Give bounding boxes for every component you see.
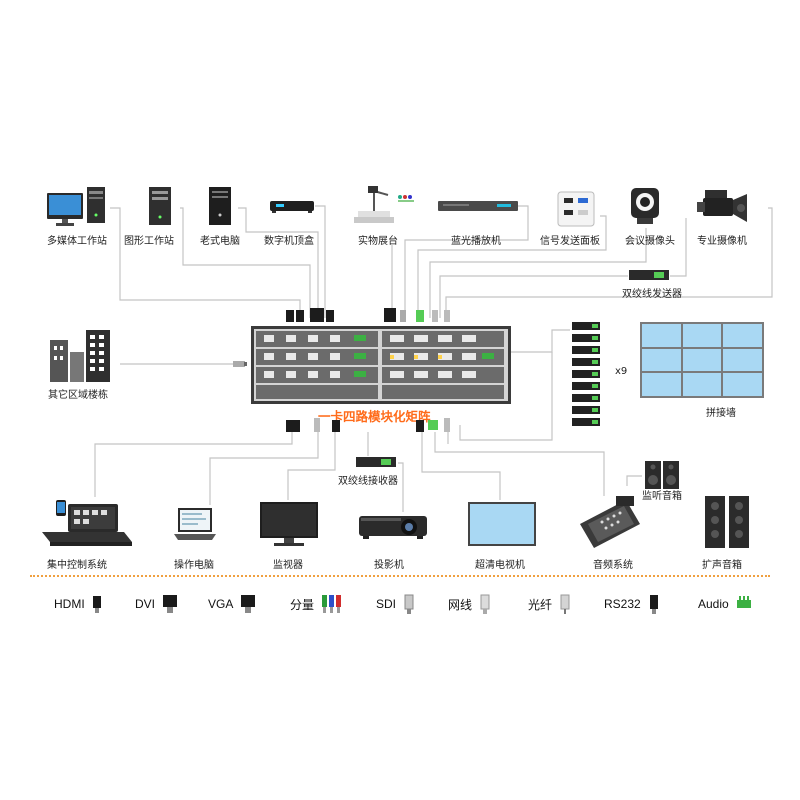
graphics-workstation-icon bbox=[149, 187, 171, 225]
output-connectors bbox=[286, 418, 450, 432]
wall-multiplier: x9 bbox=[615, 366, 628, 377]
legend-label: Audio bbox=[698, 597, 729, 611]
label-twisted-pair-transmitter: 双绞线发送器 bbox=[622, 289, 682, 300]
sdi-bnc-icon bbox=[404, 594, 414, 614]
label-signal-wall-plate: 信号发送面板 bbox=[540, 236, 600, 247]
label-pro-camcorder: 专业摄像机 bbox=[697, 236, 747, 247]
control-system-icon bbox=[42, 500, 132, 546]
label-graphics-workstation: 图形工作站 bbox=[124, 236, 174, 247]
conference-camera-icon bbox=[631, 188, 659, 224]
label-operator-laptop: 操作电脑 bbox=[174, 560, 214, 571]
legend-rs232: RS232 bbox=[604, 592, 661, 616]
building-icon bbox=[50, 330, 110, 382]
receiver-stack bbox=[572, 322, 600, 426]
twisted-pair-transmitter-icon bbox=[629, 270, 669, 280]
legend-vga: VGA bbox=[208, 592, 257, 616]
legend-dvi: DVI bbox=[135, 592, 179, 616]
wall-plate-icon bbox=[557, 191, 595, 227]
legend-hdmi: HDMI bbox=[54, 592, 103, 616]
label-bluray-player: 蓝光播放机 bbox=[451, 236, 501, 247]
legend-component: 分量 bbox=[290, 592, 344, 616]
component-rca-icon bbox=[322, 595, 342, 613]
label-document-camera: 实物展台 bbox=[358, 236, 398, 247]
legend-ethernet: 网线 bbox=[448, 592, 492, 616]
video-wall-icon bbox=[640, 322, 764, 398]
label-multimedia-workstation: 多媒体工作站 bbox=[47, 236, 107, 247]
projector-icon bbox=[359, 516, 427, 539]
legend-label: RS232 bbox=[604, 597, 641, 611]
legend-label: HDMI bbox=[54, 597, 85, 611]
legend-label: DVI bbox=[135, 597, 156, 611]
rs232-icon bbox=[649, 595, 658, 614]
legend-label: VGA bbox=[208, 597, 234, 611]
label-set-top-box: 数字机顶盒 bbox=[264, 236, 314, 247]
twisted-pair-receiver-icon bbox=[356, 457, 396, 467]
matrix-title: 一卡四路模块化矩阵 bbox=[318, 409, 431, 424]
audio-mixer-icon bbox=[580, 496, 640, 548]
legend-label: SDI bbox=[376, 597, 397, 611]
modular-matrix-chassis bbox=[251, 326, 511, 404]
monitor-display-icon bbox=[260, 502, 318, 546]
document-camera-icon bbox=[354, 186, 414, 223]
legacy-pc-icon bbox=[209, 187, 231, 225]
label-monitor-display: 监视器 bbox=[273, 560, 303, 571]
fiber-icon bbox=[560, 594, 570, 614]
fiber-connector-icon bbox=[233, 361, 247, 367]
rj45-icon bbox=[480, 594, 490, 614]
label-monitor-speaker: 监听音箱 bbox=[642, 491, 682, 502]
legend-label: 光纤 bbox=[528, 597, 553, 612]
label-building: 其它区域楼栋 bbox=[48, 390, 108, 401]
label-video-wall: 拼接墙 bbox=[706, 408, 736, 419]
multimedia-workstation-icon bbox=[47, 187, 105, 226]
label-control-system: 集中控制系统 bbox=[47, 560, 107, 571]
legend-label: 分量 bbox=[290, 597, 315, 612]
legend-divider bbox=[30, 575, 770, 577]
legend-fiber: 光纤 bbox=[528, 592, 572, 616]
label-conference-camera: 会议摄像头 bbox=[625, 236, 675, 247]
label-pa-speakers: 扩声音箱 bbox=[702, 560, 742, 571]
monitor-speaker-icon bbox=[645, 461, 679, 489]
uhd-tv-icon bbox=[468, 502, 536, 546]
dvi-connector-icon bbox=[163, 595, 178, 613]
label-uhd-tv: 超清电视机 bbox=[475, 560, 525, 571]
set-top-box-icon bbox=[270, 201, 314, 213]
legend-label: 网线 bbox=[448, 597, 473, 612]
legend-audio: Audio bbox=[698, 592, 753, 616]
operator-laptop-icon bbox=[174, 508, 216, 540]
label-twisted-pair-receiver: 双绞线接收器 bbox=[338, 476, 398, 487]
hdmi-connector-icon bbox=[92, 596, 101, 613]
bluray-player-icon bbox=[438, 201, 518, 211]
audio-terminal-icon bbox=[736, 596, 751, 608]
label-audio-system: 音频系统 bbox=[593, 560, 633, 571]
legend-sdi: SDI bbox=[376, 592, 416, 616]
input-connectors bbox=[286, 308, 450, 322]
label-projector: 投影机 bbox=[374, 560, 404, 571]
vga-connector-icon bbox=[241, 595, 256, 613]
label-legacy-pc: 老式电脑 bbox=[200, 236, 240, 247]
pro-camcorder-icon bbox=[697, 190, 747, 222]
pa-speakers-icon bbox=[705, 496, 749, 548]
